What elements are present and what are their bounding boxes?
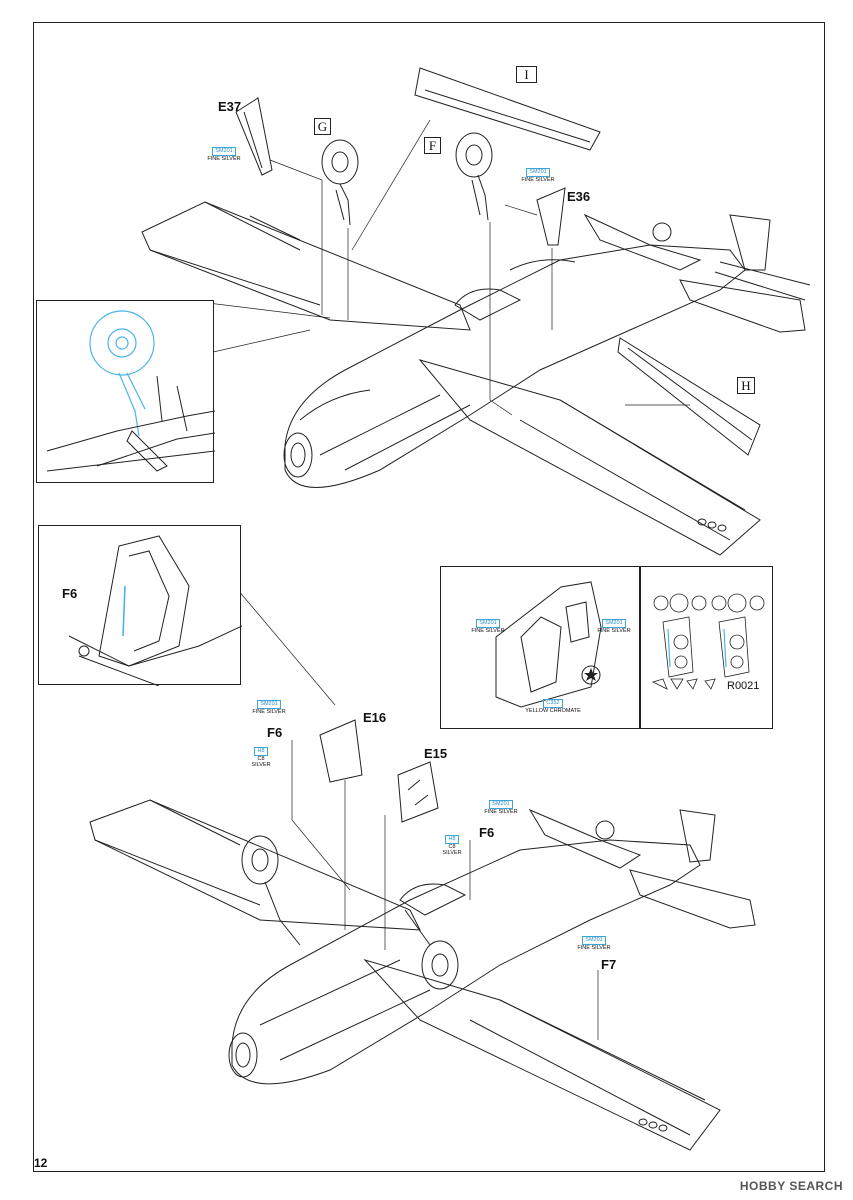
part-label-i: I: [516, 66, 537, 83]
inset-gear-detail: [36, 300, 215, 483]
paint-callout-f6-b-sm201: SM201 FINE SILVER: [484, 800, 518, 815]
page-number: 12: [34, 1156, 48, 1170]
paint-callout-e36: SM201 FINE SILVER: [521, 168, 555, 183]
paint-callout-c352: C352 YELLOW CHROMATE: [525, 699, 581, 714]
paint-callout-sm201-right: SM201 FINE SILVER: [597, 619, 631, 634]
part-label-f: F: [424, 137, 441, 154]
inset-strut-detail: [38, 525, 242, 686]
page-frame: [33, 22, 825, 1172]
paint-callout-f6-a-h8: H8 C8 SILVER: [251, 747, 271, 768]
inset-gear-drawing: [46, 310, 215, 472]
part-label-f6-b: F6: [479, 825, 495, 840]
inset-mask-sheet: R0021: [640, 566, 773, 729]
part-label-g: G: [314, 118, 331, 135]
part-label-f6-inset: F6: [62, 586, 78, 601]
part-label-h: H: [737, 377, 755, 394]
part-label-f6-a: F6: [267, 725, 283, 740]
part-label-e37: E37: [218, 99, 242, 114]
mask-code: R0021: [727, 680, 760, 692]
mask-sheet-drawing: [651, 593, 765, 690]
part-label-f7: F7: [601, 957, 617, 972]
inset-strut-drawing: [68, 535, 242, 686]
paint-callout-sm201-left: SM201 FINE SILVER: [471, 619, 505, 634]
bottom-aircraft: [89, 719, 756, 1151]
top-aircraft: [141, 67, 811, 556]
paint-callout-f6-b-h8: H8 C8 SILVER: [442, 835, 462, 856]
inset-door-painting: SM201 FINE SILVER SM201 FINE SILVER C352…: [440, 566, 640, 729]
paint-callout-f7: SM201 FINE SILVER: [577, 936, 611, 951]
watermark: HOBBY SEARCH: [739, 1179, 843, 1193]
paint-callout-f6-a-sm201: SM201 FINE SILVER: [252, 700, 286, 715]
part-label-e36: E36: [567, 189, 591, 204]
part-label-e15: E15: [424, 746, 448, 761]
paint-callout-e37: SM201 FINE SILVER: [207, 147, 241, 162]
part-label-e16: E16: [363, 710, 387, 725]
inset-door-drawing: [495, 581, 602, 708]
